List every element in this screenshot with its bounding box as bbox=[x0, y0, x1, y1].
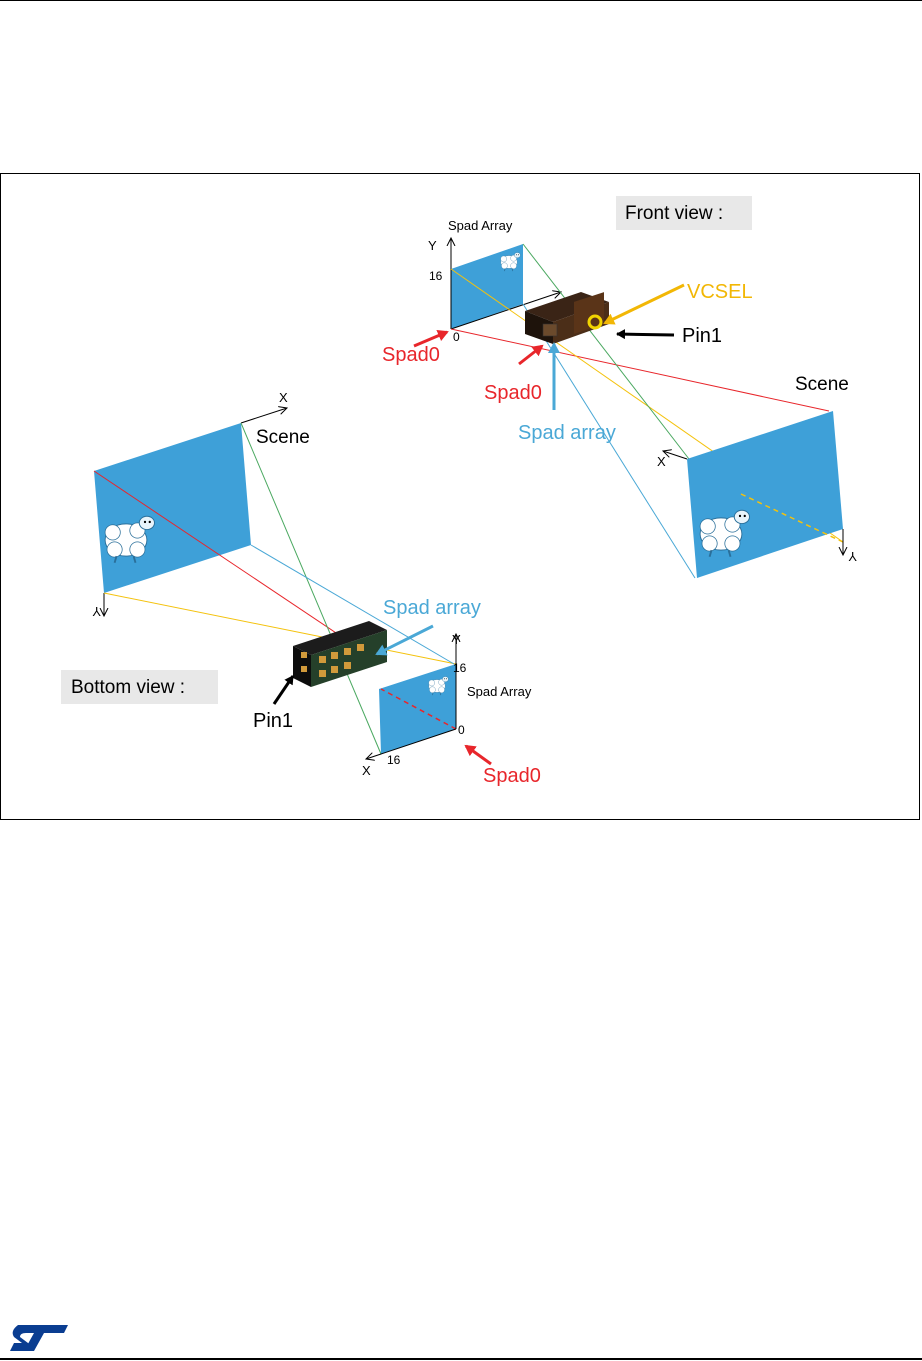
bottom-tick-0: 0 bbox=[458, 723, 465, 737]
sensor-module-icon bbox=[293, 621, 387, 687]
front-pin1-arrow bbox=[616, 329, 675, 340]
front-spad0-label-b: Spad0 bbox=[484, 382, 542, 404]
front-axis-y-label: Y bbox=[428, 238, 437, 253]
bottom-spad-axis-x bbox=[366, 728, 457, 759]
bottom-ray-green bbox=[240, 422, 382, 755]
bottom-tick-16-bottom: 16 bbox=[387, 753, 401, 767]
bottom-view: Bottom view : X Y Scene Y X 16 16 0 Spad… bbox=[61, 390, 541, 787]
bottom-rule bbox=[0, 1358, 922, 1360]
front-scene-dashed-ray bbox=[740, 493, 844, 543]
front-view-title-bg bbox=[616, 196, 752, 230]
vcsel-label: VCSEL bbox=[687, 281, 753, 303]
bottom-ray-red bbox=[93, 470, 382, 664]
bottom-axis-y-label: Y bbox=[452, 632, 461, 647]
bottom-view-title: Bottom view : bbox=[71, 677, 185, 698]
bottom-scene-panel bbox=[94, 423, 251, 593]
front-ray-red bbox=[450, 328, 830, 412]
front-view: Front view : Spad Array Y 16 0 X Y bbox=[382, 196, 857, 579]
front-ray-green bbox=[522, 243, 690, 460]
bottom-pin1-arrow bbox=[272, 675, 295, 705]
st-logo-icon bbox=[10, 1325, 68, 1351]
bottom-pin1-label: Pin1 bbox=[253, 710, 293, 732]
front-spad-axis-x bbox=[450, 292, 561, 330]
vcsel-arrow bbox=[603, 283, 685, 325]
front-tick-0: 0 bbox=[453, 330, 460, 344]
bottom-scene-label: Scene bbox=[256, 427, 310, 448]
front-spad0-arrow-a bbox=[413, 329, 449, 348]
bottom-spad-array-arrow bbox=[375, 624, 434, 656]
front-spad-array-label: Spad array bbox=[518, 422, 616, 444]
front-tick-16: 16 bbox=[429, 269, 443, 283]
front-spad-array-title: Spad Array bbox=[448, 218, 513, 233]
bottom-spad0-label: Spad0 bbox=[483, 765, 541, 787]
orientation-diagram: Front view : Spad Array Y 16 0 X Y bbox=[61, 196, 857, 787]
bottom-scene-axis-x bbox=[240, 408, 287, 424]
front-view-title: Front view : bbox=[625, 203, 723, 224]
bottom-ray-cyan bbox=[250, 544, 455, 665]
bottom-ray-yellow bbox=[103, 592, 457, 665]
front-scene-axis-x bbox=[663, 451, 688, 460]
top-rule bbox=[0, 0, 922, 1]
bottom-spad-array-label: Spad array bbox=[383, 597, 481, 619]
front-pin1-label: Pin1 bbox=[682, 325, 722, 347]
sensor-module-icon bbox=[525, 292, 609, 344]
bottom-scene-axis-x-label: X bbox=[279, 390, 288, 405]
bottom-tick-16-top: 16 bbox=[453, 661, 467, 675]
front-scene-axis-x-label: X bbox=[657, 454, 666, 469]
bottom-view-title-bg bbox=[61, 670, 218, 704]
front-scene-axis-y-label: Y bbox=[848, 549, 857, 564]
bottom-scene-axis-y-label: Y bbox=[92, 604, 101, 619]
front-spad0-arrow-b bbox=[518, 344, 544, 366]
bottom-spad0-arrow bbox=[464, 744, 492, 766]
figure-frame: Front view : Spad Array Y 16 0 X Y bbox=[0, 173, 920, 820]
bottom-axis-x-label: X bbox=[362, 763, 371, 778]
bottom-spad-array-title: Spad Array bbox=[467, 684, 532, 699]
front-spad0-label-a: Spad0 bbox=[382, 344, 440, 366]
front-scene-label: Scene bbox=[795, 374, 849, 395]
